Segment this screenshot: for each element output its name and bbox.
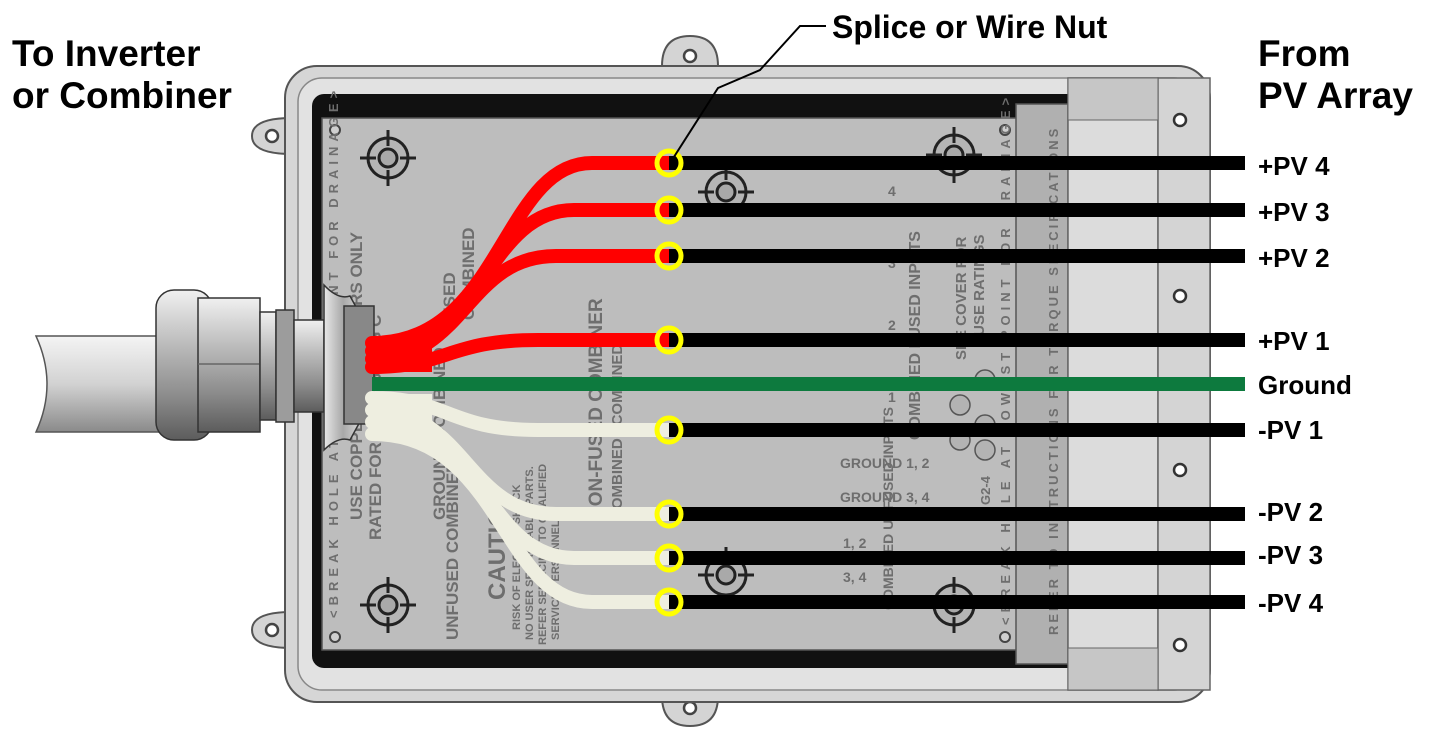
wire-label-pospv4: +PV 4 (1258, 151, 1330, 181)
conductor-wires (365, 148, 1245, 617)
splice-ring-negpv4 (654, 587, 684, 617)
splice-ring-pospv1 (654, 325, 684, 355)
wire-label-pospv2: +PV 2 (1258, 243, 1330, 273)
n4-text: 4 (888, 183, 896, 199)
splice-ring-pospv4 (654, 148, 684, 178)
right-title-line-1: From (1258, 33, 1351, 74)
rail-text-right-1: <BREAK HOLE AT LOWEST POINT FOR DRAINAGE… (998, 93, 1013, 625)
inverter-cable (34, 335, 161, 433)
splice-ring-negpv1 (654, 415, 684, 445)
n34-text: 3, 4 (843, 569, 867, 585)
conductor-negpv1 (365, 391, 676, 437)
wire-label-negpv4: -PV 4 (1258, 588, 1324, 618)
splice-ring-negpv3 (654, 543, 684, 573)
left-title-line-2: or Combiner (12, 75, 232, 116)
ground-34-text: GROUND 3, 4 (840, 489, 930, 505)
wire-label-negpv3: -PV 3 (1258, 540, 1323, 570)
wire-labels: +PV 4 +PV 3 +PV 2 +PV 1 Ground -PV 1 -PV 2 -PV … (1258, 151, 1352, 618)
conductor-pospv2 (365, 249, 676, 366)
n12-text: 1, 2 (843, 535, 867, 551)
left-title-line-1: To Inverter (12, 33, 200, 74)
n2-text: 2 (888, 317, 896, 333)
splice-callout-leader (671, 25, 826, 161)
conductor-negpv4 (365, 427, 676, 609)
g24-text: G2-4 (978, 475, 993, 505)
see-cover-text: SEE COVER FOR (953, 236, 970, 360)
wire-label-ground: Ground (1258, 370, 1352, 400)
splice-ring-pospv3 (654, 195, 684, 225)
ground-12-text: GROUND 1, 2 (840, 455, 930, 471)
cable-gland (155, 283, 375, 452)
unfused-combined-text: UNFUSED COMBINED (443, 461, 462, 640)
right-title-line-2: PV Array (1258, 75, 1413, 116)
splice-callout-label: Splice or Wire Nut (832, 9, 1108, 45)
non-fused-combiner-text: NON-FUSED COMBINER (586, 298, 607, 520)
splice-ring-negpv2 (654, 499, 684, 529)
wire-label-pospv1: +PV 1 (1258, 326, 1330, 356)
wire-label-negpv1: -PV 1 (1258, 415, 1323, 445)
n1-text: 1 (888, 389, 896, 405)
splice-ring-pospv2 (654, 241, 684, 271)
wire-label-negpv2: -PV 2 (1258, 497, 1323, 527)
wire-label-pospv3: +PV 3 (1258, 197, 1330, 227)
conductor-pospv1 (365, 333, 676, 374)
